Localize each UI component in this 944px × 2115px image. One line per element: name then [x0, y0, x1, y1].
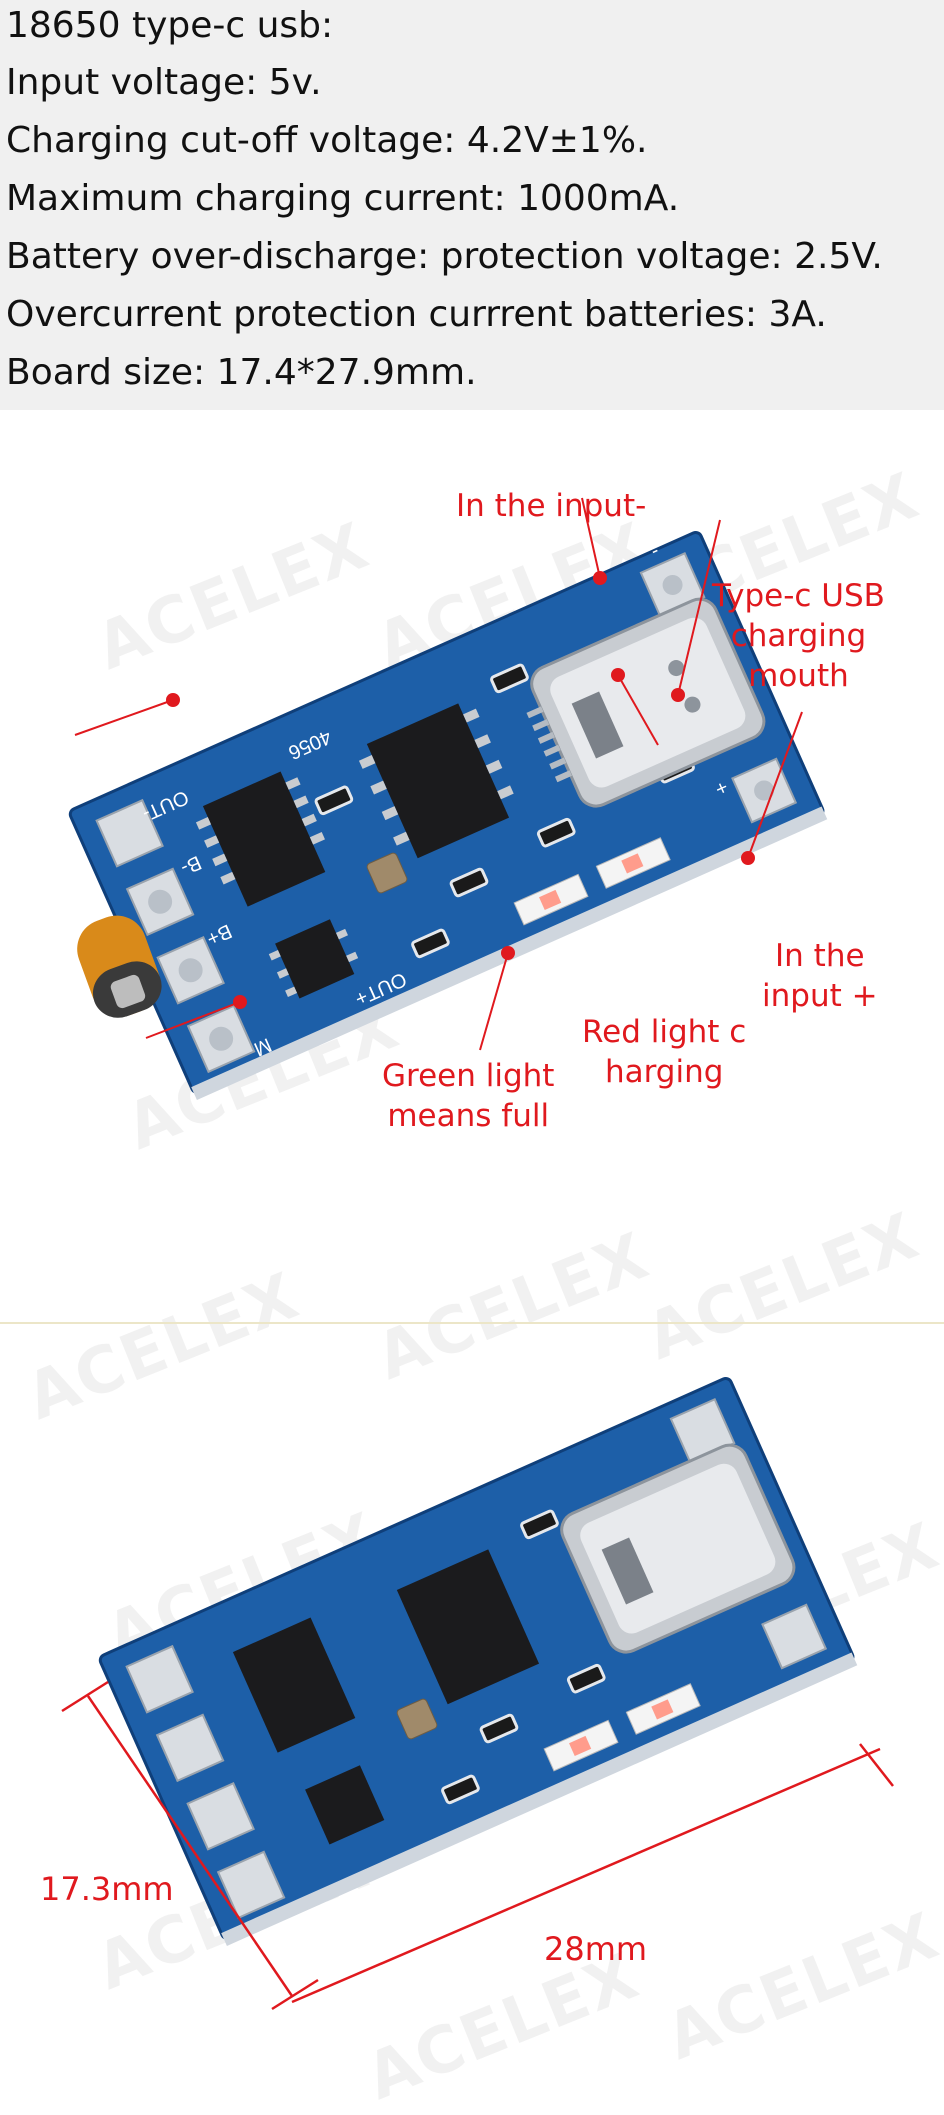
board-illustration-dimensions — [61, 1377, 894, 2011]
usb-c-connector — [560, 1443, 796, 1654]
callout-usb-port: Type-c USB charging mouth — [712, 578, 885, 694]
callout-green-led: Green light means full — [382, 1058, 555, 1134]
spec-title: 18650 type-c usb: — [6, 5, 334, 46]
spec-panel: 18650 type-c usb: Input voltage: 5v. Cha… — [0, 0, 944, 410]
spec-line: Input voltage: 5v. — [6, 62, 322, 103]
callout-input-positive: In the input + — [762, 938, 878, 1014]
dimension-width: 17.3mm — [40, 1870, 174, 1908]
spec-line: Maximum charging current: 1000mA. — [6, 178, 680, 219]
section-divider — [0, 1322, 944, 1324]
spec-line: Charging cut-off voltage: 4.2V±1%. — [6, 120, 648, 161]
usb-c-connector — [526, 597, 766, 808]
spec-line: Overcurrent protection currrent batterie… — [6, 294, 827, 335]
board-illustration-top: OUT- 4056 B- B+ M OUT+ - + — [68, 497, 828, 1100]
callout-red-led: Red light c harging — [582, 1014, 747, 1090]
battery-icon — [77, 915, 162, 1018]
callout-input-negative: In the input- — [456, 488, 647, 524]
spec-line: Battery over-discharge: protection volta… — [6, 236, 883, 277]
dimension-length: 28mm — [544, 1930, 648, 1968]
spec-line: Board size: 17.4*27.9mm. — [6, 352, 477, 393]
